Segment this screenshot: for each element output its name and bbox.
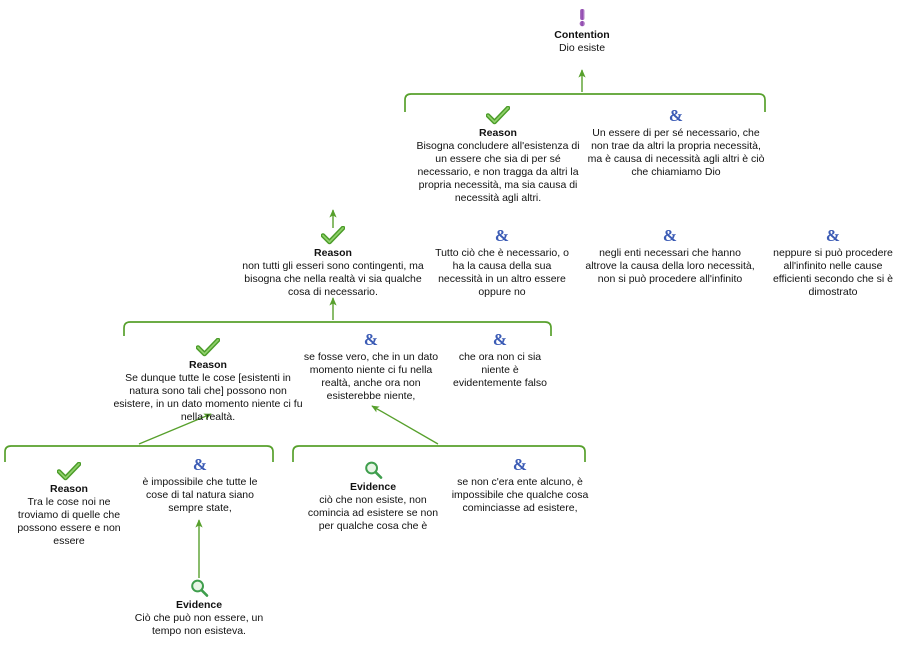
node-text: negli enti necessari che hanno altrove l… xyxy=(585,247,755,285)
ampersand-icon: & xyxy=(448,330,552,350)
node-reason-main[interactable]: Reason Bisogna concludere all'esistenza … xyxy=(412,106,584,205)
node-copremise-infinito-enti[interactable]: & negli enti necessari che hanno altrove… xyxy=(582,226,758,286)
node-text: Tra le cose noi ne troviamo di quelle ch… xyxy=(17,496,121,547)
check-icon xyxy=(240,226,426,246)
ampersand-icon: & xyxy=(432,226,572,246)
svg-text:&: & xyxy=(193,455,207,474)
node-title: Reason xyxy=(189,359,227,371)
node-copremise-cause-efficienti[interactable]: & neppure si può procedere all'infinito … xyxy=(770,226,896,299)
ampersand-icon: & xyxy=(443,455,597,475)
node-reason-contingenti[interactable]: Reason non tutti gli esseri sono conting… xyxy=(240,226,426,299)
node-text: è impossibile che tutte le cose di tal n… xyxy=(142,476,258,514)
node-reason-tra-le-cose[interactable]: Reason Tra le cose noi ne troviamo di qu… xyxy=(8,462,130,548)
node-copremise-ora-non-ci-sia[interactable]: & che ora non ci sia niente è evidenteme… xyxy=(448,330,552,390)
check-icon xyxy=(113,338,303,358)
node-title: Reason xyxy=(50,483,88,495)
ampersand-icon: & xyxy=(298,330,444,350)
node-contention[interactable]: Contention Dio esiste xyxy=(507,8,657,55)
node-copremise-impossibile-sempre-state[interactable]: & è impossibile che tutte le cose di tal… xyxy=(133,455,267,515)
node-copremise-dio[interactable]: & Un essere di per sé necessario, che no… xyxy=(586,106,766,179)
svg-text:&: & xyxy=(663,226,677,245)
exclamation-icon xyxy=(507,8,657,28)
node-copremise-necessario[interactable]: & Tutto ciò che è necessario, o ha la ca… xyxy=(432,226,572,299)
check-icon xyxy=(412,106,584,126)
check-icon xyxy=(8,462,130,482)
ampersand-icon: & xyxy=(582,226,758,246)
magnifier-icon xyxy=(123,578,275,598)
node-evidence-puo-non-essere[interactable]: Evidence Ciò che può non essere, un temp… xyxy=(123,578,275,638)
node-text: Dio esiste xyxy=(558,42,606,54)
svg-text:&: & xyxy=(493,330,507,349)
svg-text:&: & xyxy=(364,330,378,349)
node-title: Evidence xyxy=(175,599,223,611)
ampersand-icon: & xyxy=(586,106,766,126)
ampersand-icon: & xyxy=(133,455,267,475)
node-evidence-non-esiste[interactable]: Evidence ciò che non esiste, non cominci… xyxy=(299,460,447,533)
node-text: Tutto ciò che è necessario, o ha la caus… xyxy=(435,247,569,298)
arrow-right-group-to-n9 xyxy=(371,405,439,445)
svg-text:&: & xyxy=(495,226,509,245)
node-reason-se-dunque[interactable]: Reason Se dunque tutte le cose [esistent… xyxy=(113,338,303,424)
node-text: Un essere di per sé necessario, che non … xyxy=(587,127,765,178)
node-title: Reason xyxy=(314,247,352,259)
svg-text:&: & xyxy=(513,455,527,474)
node-title: Reason xyxy=(479,127,517,139)
node-text: che ora non ci sia niente è evidentement… xyxy=(453,351,547,389)
svg-text:&: & xyxy=(826,226,840,245)
node-copremise-se-fosse-vero[interactable]: & se fosse vero, che in un dato momento … xyxy=(298,330,444,403)
node-text: Se dunque tutte le cose [esistenti in na… xyxy=(113,372,303,423)
svg-text:&: & xyxy=(669,106,683,125)
node-title: Contention xyxy=(554,29,610,41)
node-text: neppure si può procedere all'infinito ne… xyxy=(772,247,894,298)
node-text: ciò che non esiste, non comincia ad esis… xyxy=(307,494,439,532)
magnifier-icon xyxy=(299,460,447,480)
node-copremise-ente-alcuno[interactable]: & se non c'era ente alcuno, è impossibil… xyxy=(443,455,597,515)
node-text: se non c'era ente alcuno, è impossibile … xyxy=(451,476,589,514)
ampersand-icon: & xyxy=(770,226,896,246)
node-text: non tutti gli esseri sono contingenti, m… xyxy=(242,260,424,298)
node-text: se fosse vero, che in un dato momento ni… xyxy=(303,351,439,402)
node-text: Bisogna concludere all'esistenza di un e… xyxy=(416,140,580,204)
node-title: Evidence xyxy=(349,481,397,493)
node-text: Ciò che può non essere, un tempo non esi… xyxy=(134,612,264,637)
